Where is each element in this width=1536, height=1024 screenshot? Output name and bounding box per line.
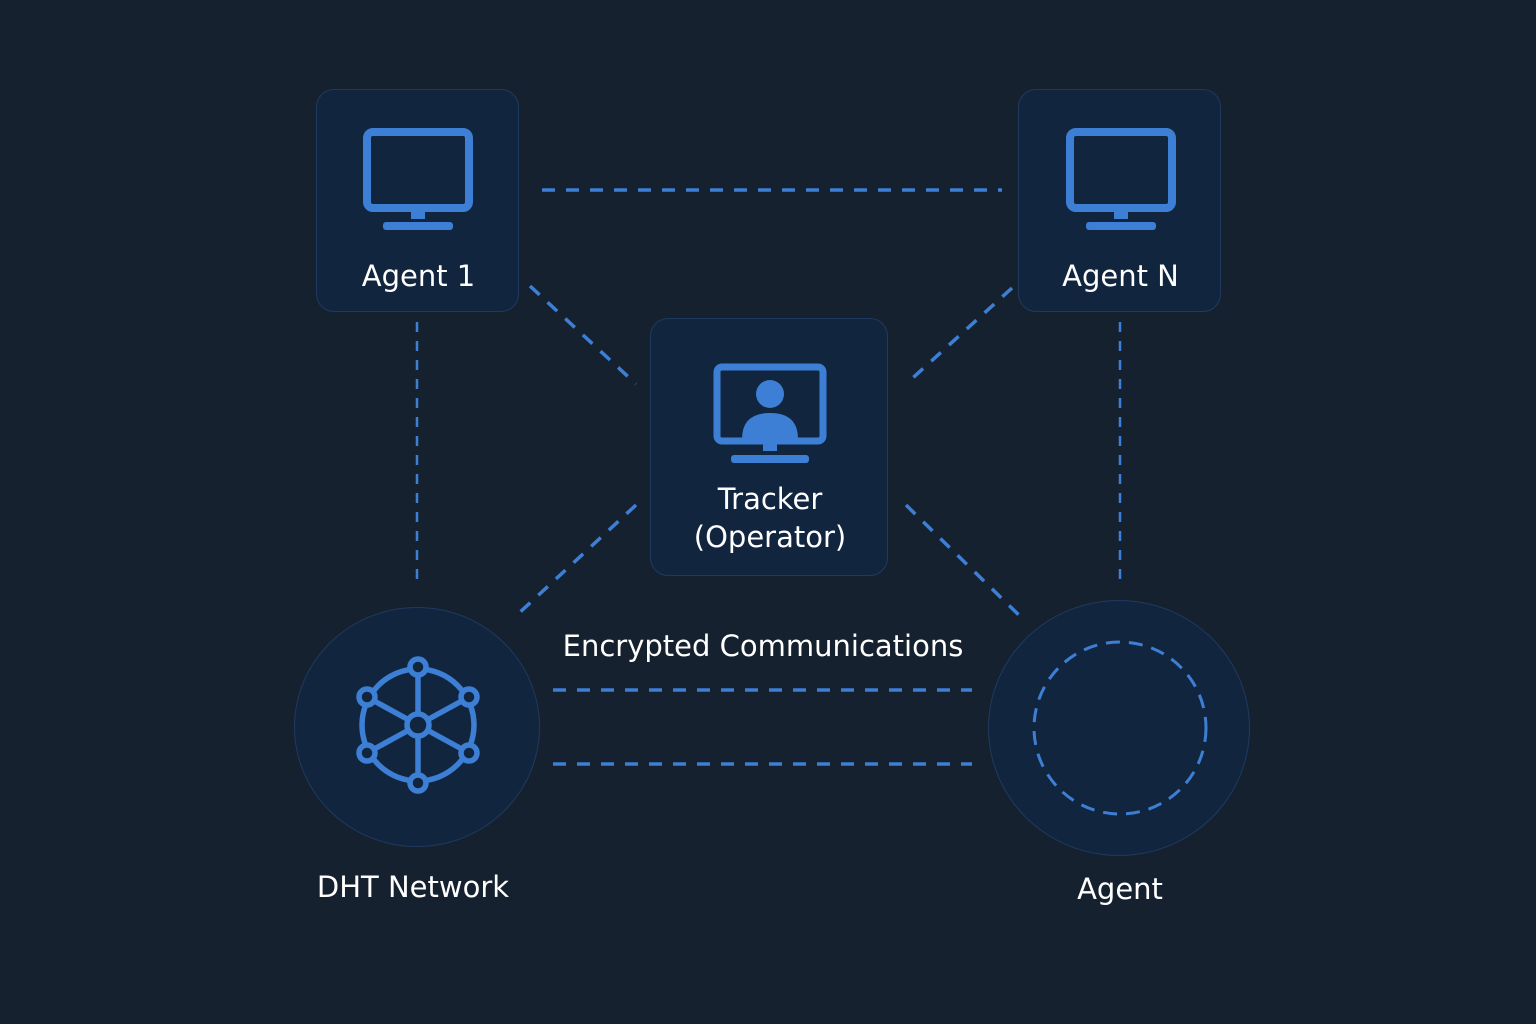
monitor-icon	[1066, 128, 1176, 234]
tracker-role-label: (Operator)	[693, 520, 847, 554]
encrypted-communications-label: Encrypted Communications	[562, 629, 964, 663]
tracker-node[interactable]: Tracker (Operator)	[650, 318, 888, 576]
link-agent1-tracker	[528, 284, 638, 386]
dashed-ring-icon	[1030, 638, 1210, 818]
dht-network-node[interactable]	[294, 607, 540, 847]
agent-n-node[interactable]: Agent N	[1018, 89, 1221, 312]
agent-1-node[interactable]: Agent 1	[316, 89, 519, 312]
dht-network-label: DHT Network	[316, 870, 510, 904]
agent-n-label: Agent N	[1062, 259, 1179, 293]
agent-node[interactable]	[988, 600, 1250, 856]
user-monitor-icon	[713, 363, 827, 465]
tracker-label: Tracker	[717, 482, 823, 516]
agent-1-label: Agent 1	[361, 259, 476, 293]
agent-label: Agent	[1077, 872, 1163, 906]
link-tracker-dht	[516, 503, 638, 616]
link-agentn-tracker	[904, 286, 1014, 386]
link-tracker-agent	[904, 503, 1028, 624]
monitor-icon	[363, 128, 473, 234]
network-hub-icon	[348, 655, 488, 795]
